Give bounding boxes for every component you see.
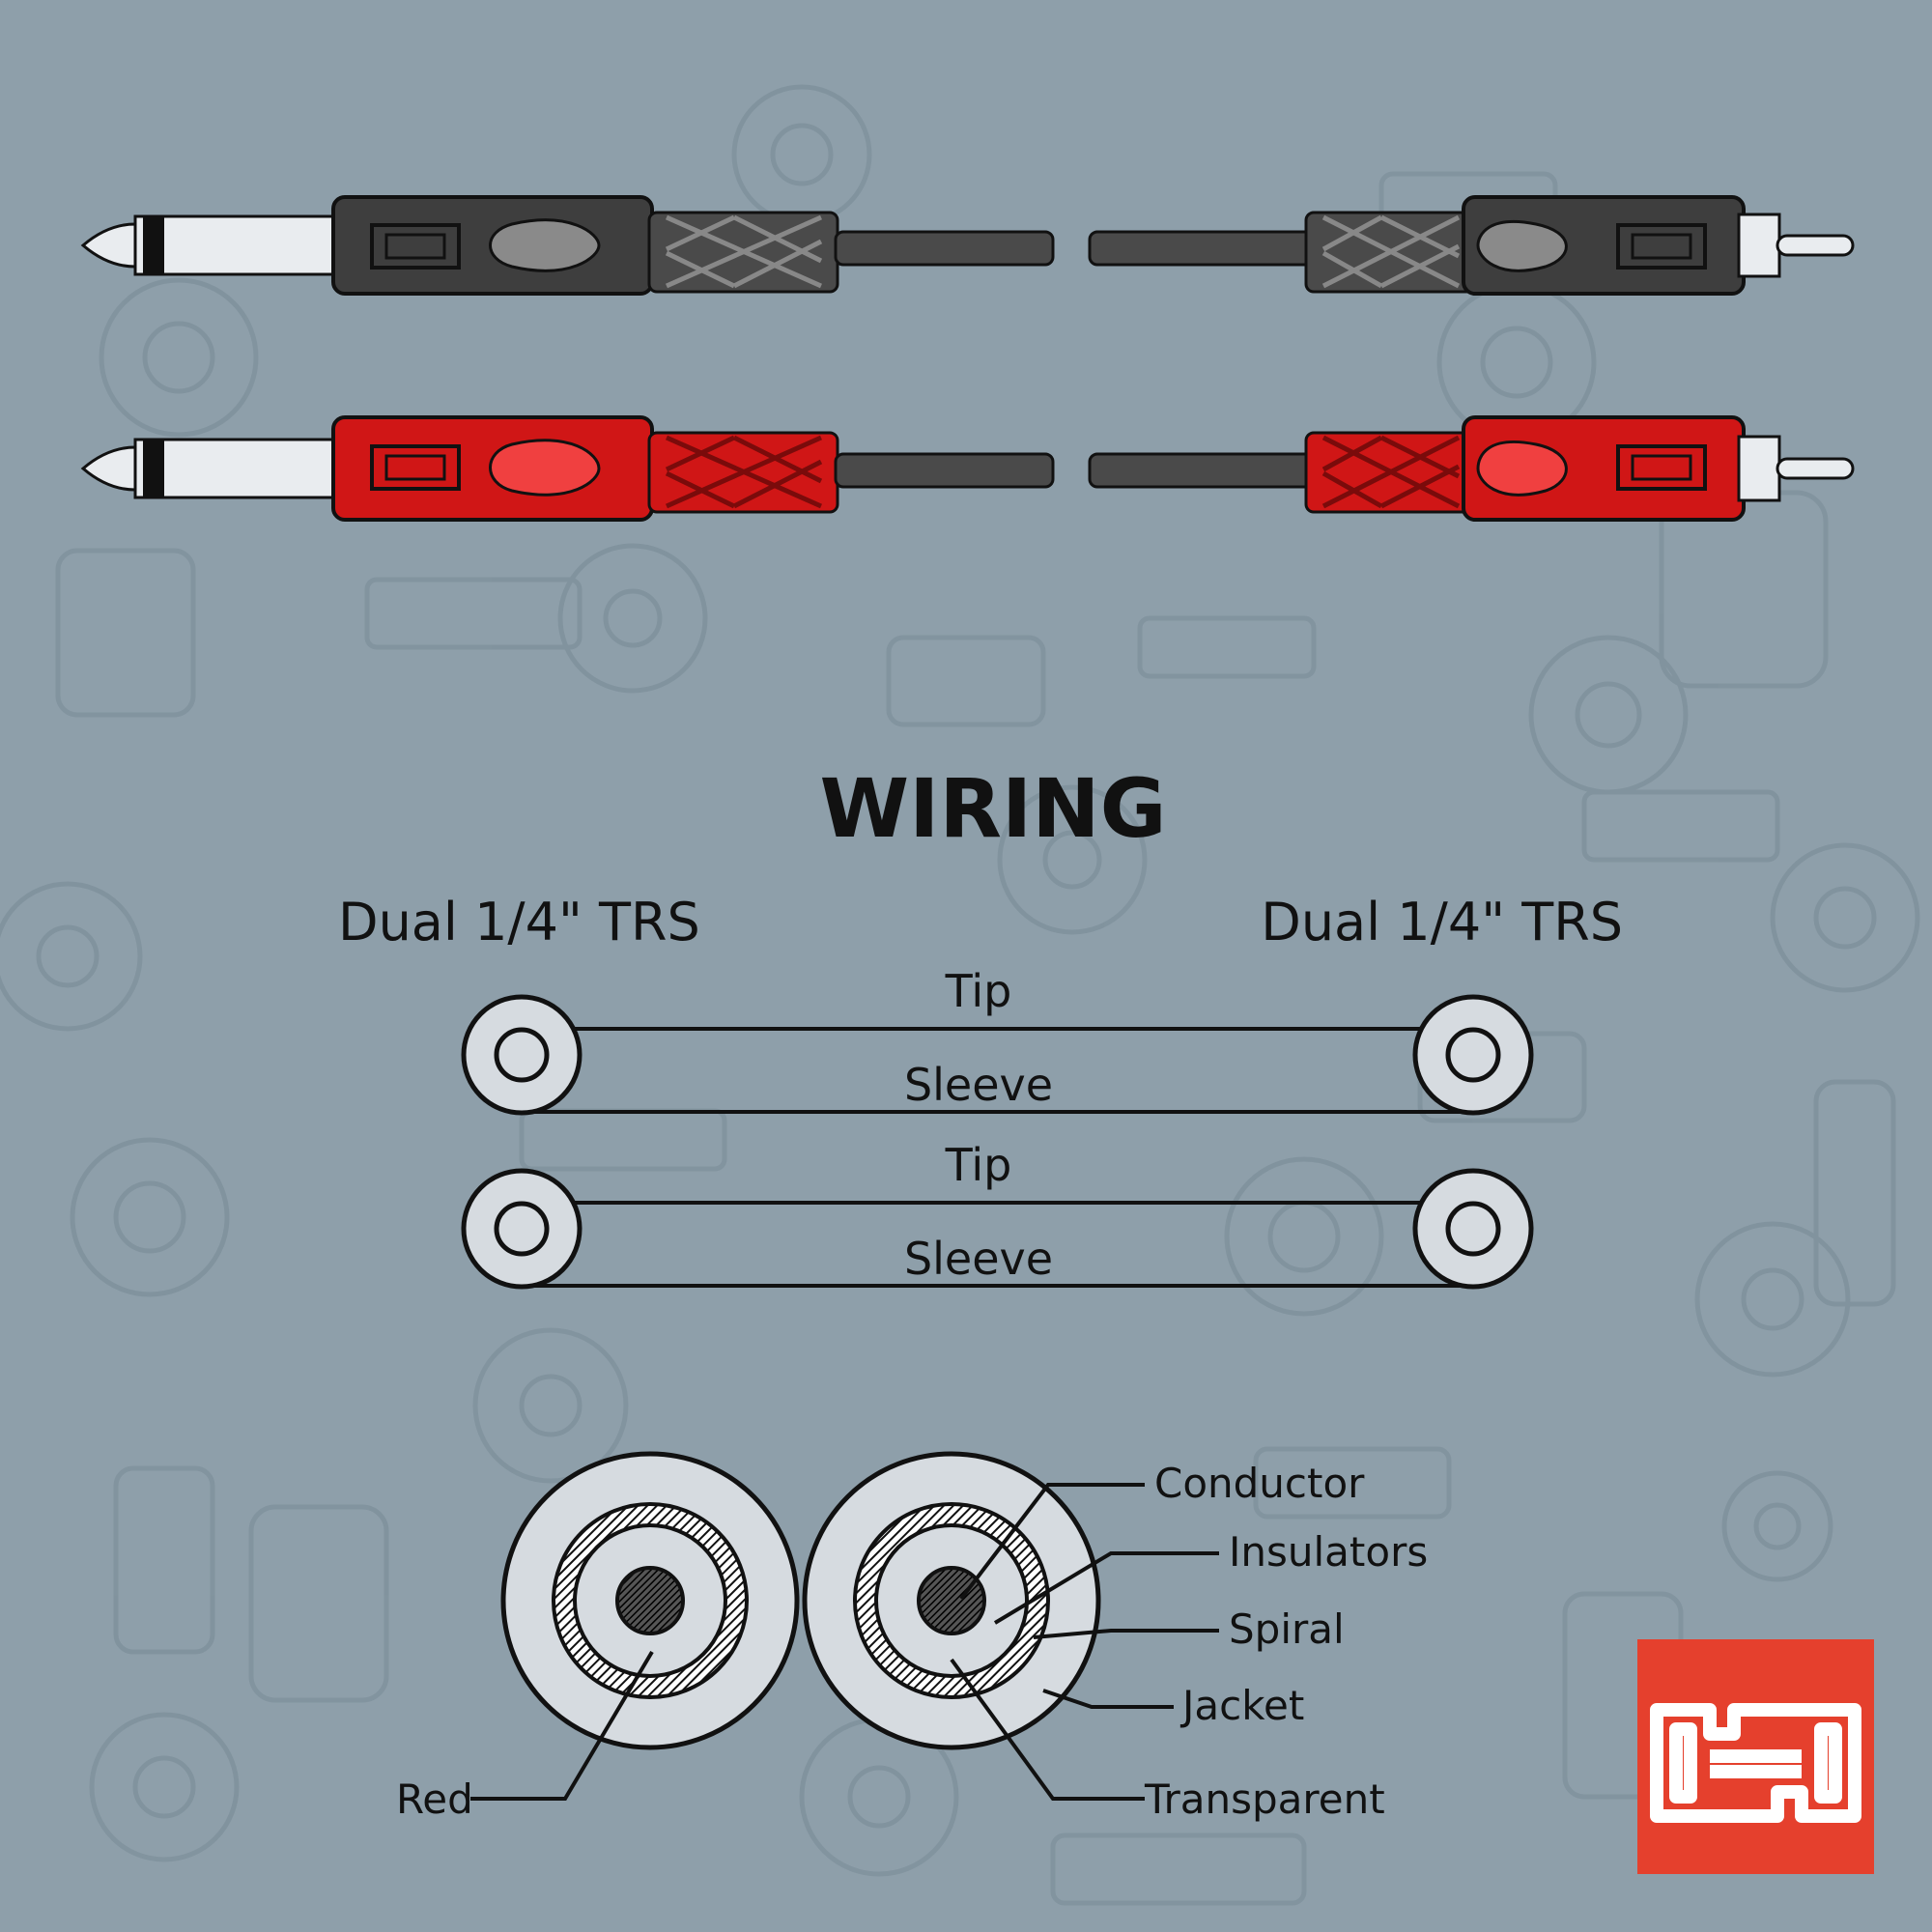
ts-plug-icon: [80, 415, 1055, 522]
conductor-label: Conductor: [1154, 1460, 1365, 1507]
cable-dark: [80, 195, 1855, 296]
tip-label: Tip: [945, 1139, 1012, 1191]
transparent-label: Transparent: [1144, 1776, 1385, 1823]
tip-label: Tip: [945, 965, 1012, 1017]
background-pattern: [0, 84, 1920, 1906]
insulators-label: Insulators: [1229, 1528, 1428, 1576]
right-connector-label: Dual 1/4" TRS: [1261, 892, 1623, 952]
sleeve-label: Sleeve: [904, 1059, 1053, 1111]
rca-plug-icon: [1088, 195, 1855, 296]
ts-plug-icon: [80, 195, 1055, 296]
left-connector-label: Dual 1/4" TRS: [338, 892, 700, 952]
cable-cross-section-right: [802, 1451, 1101, 1750]
red-label: Red: [396, 1776, 473, 1823]
wiring-channel-2: Tip Sleeve: [461, 1139, 1534, 1290]
sleeve-label: Sleeve: [904, 1233, 1053, 1285]
brand-logo-icon: [1637, 1639, 1874, 1874]
spiral-label: Spiral: [1229, 1605, 1345, 1653]
rca-plug-icon: [1088, 415, 1855, 522]
cable-red: [80, 415, 1855, 522]
cable-cross-section-left: [500, 1451, 800, 1750]
wiring-title: WIRING: [819, 761, 1166, 856]
wiring-channel-1: Tip Sleeve: [461, 965, 1534, 1116]
callout-lines: [470, 1483, 1219, 1801]
jacket-label: Jacket: [1179, 1682, 1304, 1729]
